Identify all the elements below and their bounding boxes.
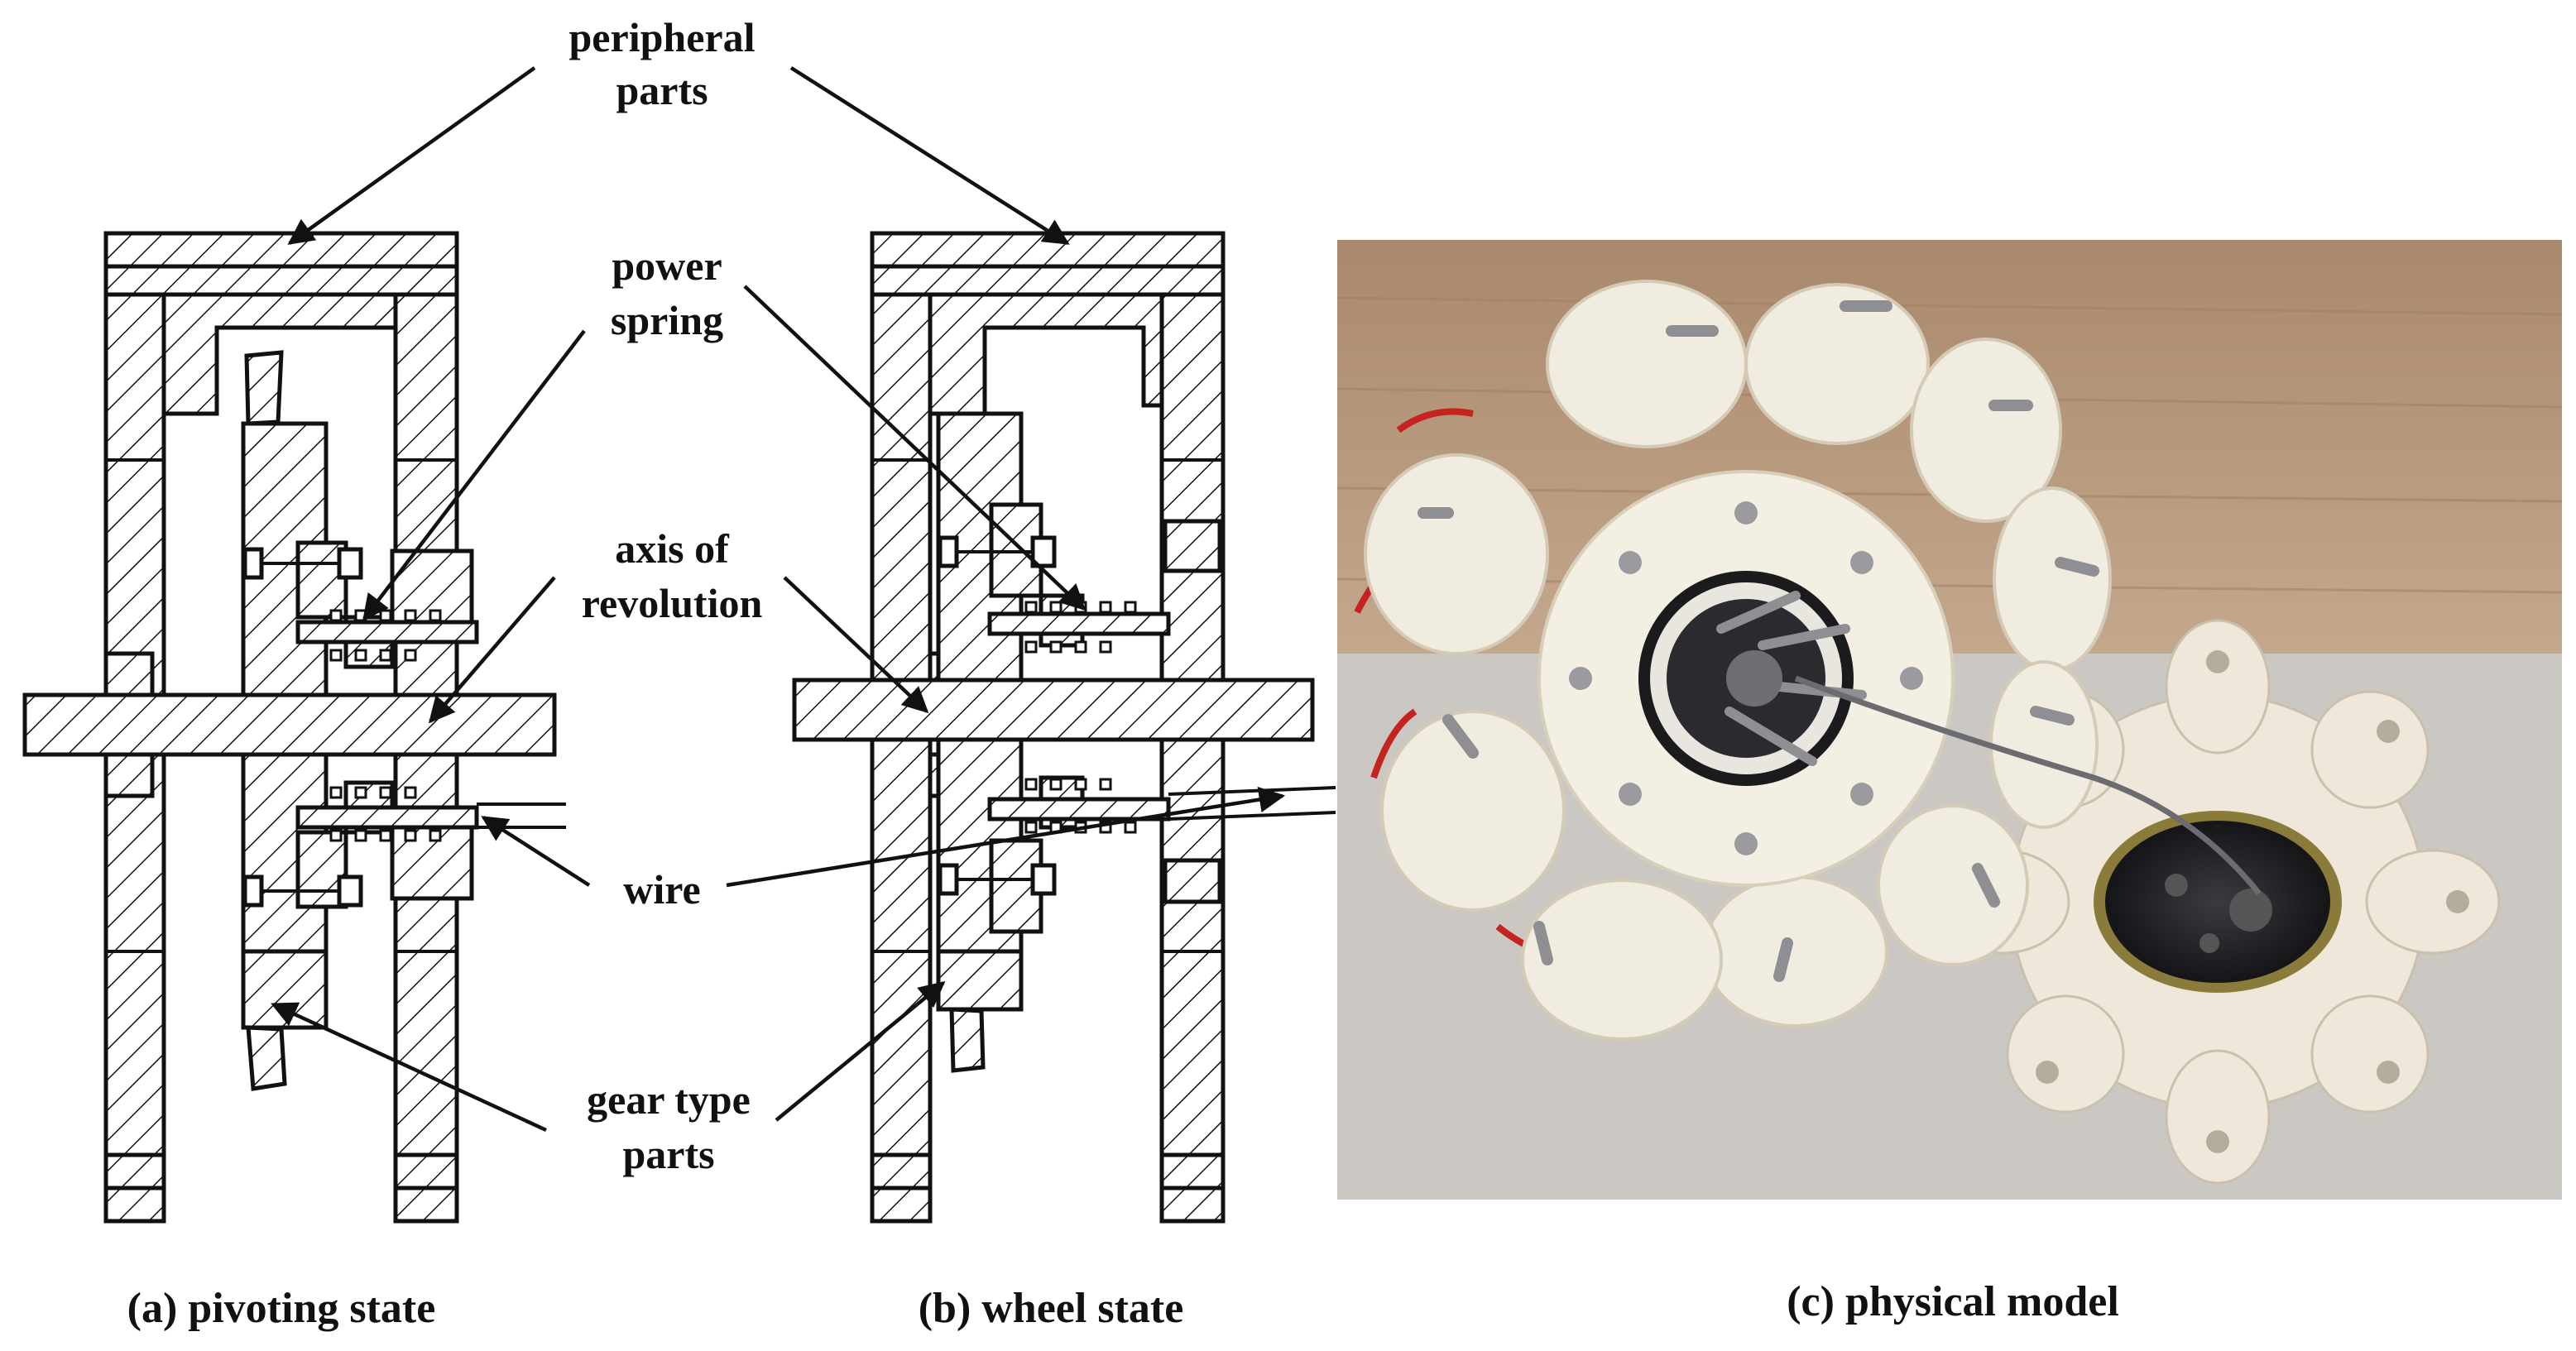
arrow-wire-b bbox=[726, 786, 1286, 888]
caption-a: (a) pivoting state bbox=[127, 1285, 436, 1332]
leader-arrows bbox=[271, 66, 1286, 1133]
drawing-pivoting-state bbox=[22, 231, 566, 1224]
arrow-peripheral-b bbox=[789, 66, 1070, 245]
label-gear-line2: parts bbox=[622, 1131, 714, 1177]
label-peripheral-line1: peripheral bbox=[569, 14, 756, 60]
wheel-assembly bbox=[1354, 280, 2262, 1041]
photo-physical-model bbox=[1337, 240, 2562, 1200]
label-axis-line2: revolution bbox=[582, 580, 763, 626]
label-power-line2: spring bbox=[611, 297, 723, 343]
arrow-peripheral-a bbox=[287, 66, 536, 245]
label-wire: wire bbox=[623, 866, 700, 913]
arrow-spring-a bbox=[362, 329, 586, 621]
arrow-axis-b bbox=[783, 576, 929, 714]
label-power-line1: power bbox=[612, 242, 722, 289]
caption-c: (c) physical model bbox=[1787, 1278, 2119, 1325]
arrow-gear-b bbox=[775, 981, 946, 1122]
label-gear-line1: gear type bbox=[587, 1076, 751, 1123]
label-axis-line1: axis of bbox=[615, 525, 730, 572]
label-peripheral-line2: parts bbox=[616, 67, 708, 113]
caption-b: (b) wheel state bbox=[919, 1285, 1184, 1332]
arrow-spring-b bbox=[743, 285, 1087, 611]
arrow-gear-a bbox=[271, 1002, 547, 1133]
drawing-wheel-state bbox=[792, 231, 1336, 1224]
arrow-wire-a bbox=[481, 816, 591, 887]
arrow-axis-a bbox=[428, 576, 556, 724]
